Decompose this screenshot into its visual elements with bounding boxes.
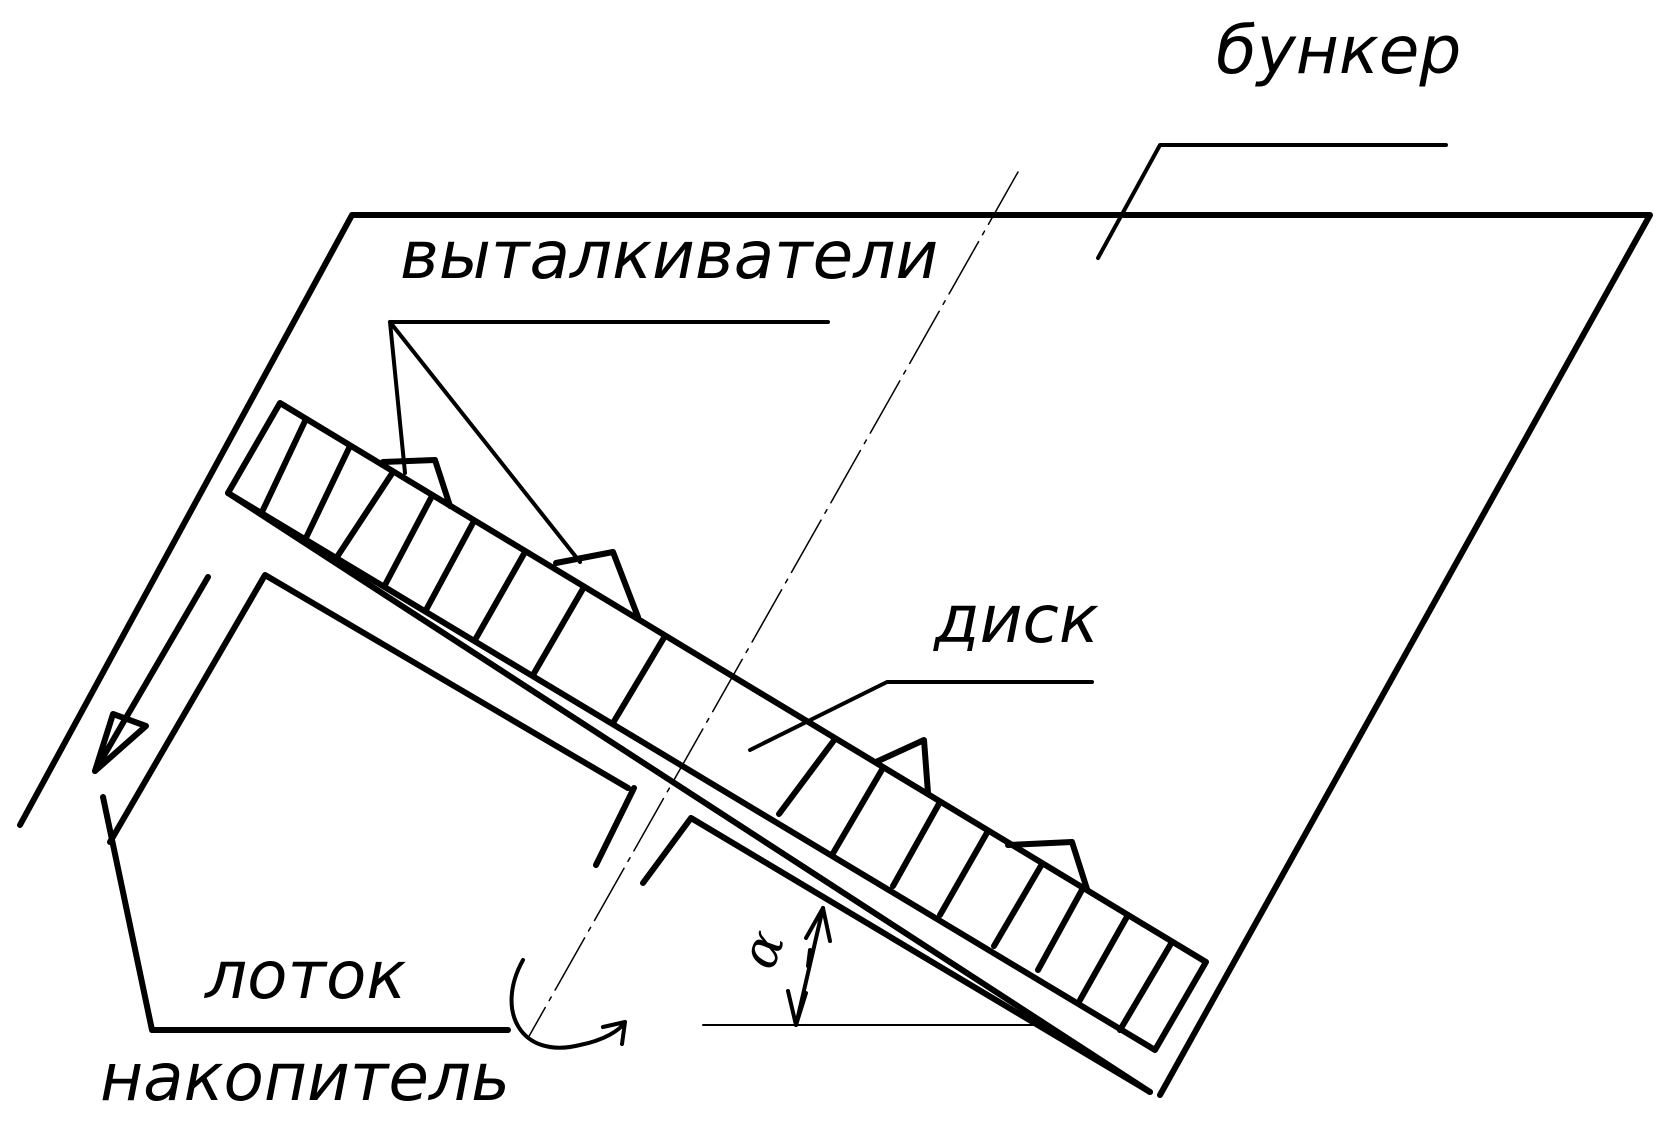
accumulator-outline bbox=[100, 794, 511, 1033]
angle-arrow-bottom bbox=[786, 989, 808, 1027]
tray-wall-a bbox=[593, 785, 637, 868]
disk-segments bbox=[259, 416, 1175, 1033]
label-angle: α bbox=[728, 922, 797, 977]
pushers bbox=[380, 457, 1090, 892]
label-disk: диск bbox=[933, 581, 1099, 658]
leader-hopper bbox=[1096, 143, 1448, 260]
leader-pushers bbox=[388, 320, 830, 475]
leader-pushers-b bbox=[388, 320, 582, 564]
rotation-arrow-icon bbox=[509, 958, 627, 1050]
label-tray: лоток bbox=[203, 937, 406, 1014]
leader-disk bbox=[748, 680, 1094, 752]
tray-outline bbox=[107, 572, 631, 845]
label-accumulator: накопитель bbox=[100, 1039, 510, 1116]
disk-lower-edge bbox=[225, 490, 1153, 1095]
hopper-outline bbox=[17, 212, 1653, 1098]
rotation-arrow-head bbox=[601, 1020, 627, 1046]
tray-wall-b bbox=[640, 815, 1153, 1095]
angle-tick bbox=[806, 948, 812, 968]
rotation-axis bbox=[527, 171, 1019, 1039]
label-hopper: бункер bbox=[1216, 12, 1461, 89]
angle-arrow-top bbox=[804, 906, 832, 943]
flow-arrow-head-icon bbox=[92, 711, 149, 774]
disk-upper-edge bbox=[225, 400, 1209, 1053]
label-pushers: выталкиватели bbox=[400, 217, 938, 294]
flow-arrow-shaft bbox=[92, 574, 211, 774]
